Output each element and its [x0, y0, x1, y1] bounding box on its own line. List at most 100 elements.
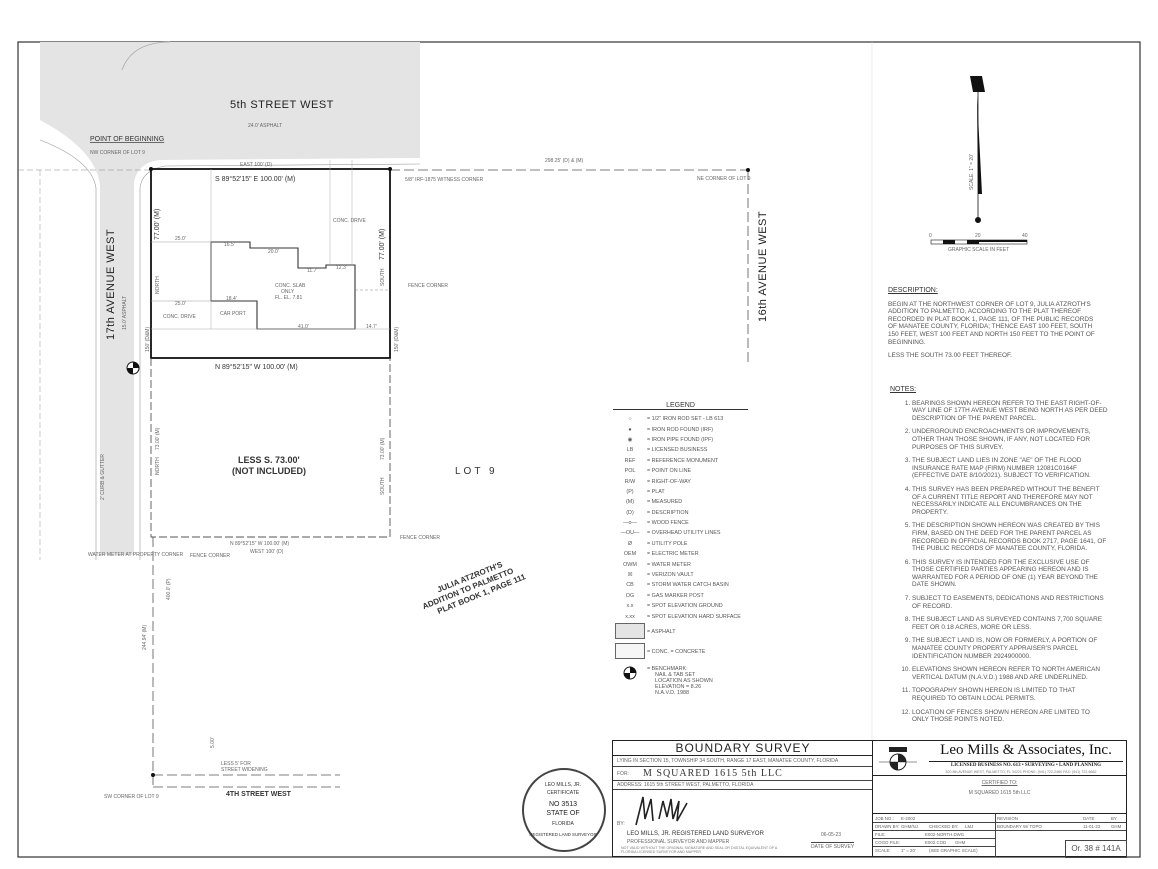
- company-logo-icon: [879, 747, 917, 771]
- seal-text: CERTIFICATE: [546, 790, 580, 796]
- slab-floor-elevation: FL. EL. 7.81: [275, 295, 302, 301]
- legend-benchmark: = BENCHMARK: NAIL & TAB SET LOCATION AS …: [613, 666, 748, 708]
- title-block-right: Leo Mills & Associates, Inc. LICENSED BU…: [872, 740, 1127, 858]
- dim-20: 20.0': [268, 249, 279, 255]
- benchmark-text: N.A.V.D. 1988: [655, 689, 689, 696]
- conc-drive-label: CONC. DRIVE: [333, 218, 366, 224]
- legend-text: = CONC. = CONCRETE: [647, 648, 706, 655]
- notes-list: BEARINGS SHOWN HEREON REFER TO THE EAST …: [890, 400, 1108, 724]
- iron-rod-icon: [388, 167, 392, 171]
- legend-item: = ASPHALT: [613, 622, 748, 642]
- client-name: M SQUARED 1615 5th LLC: [643, 768, 783, 779]
- north-desc: EAST 100' (D): [240, 162, 272, 168]
- cogo-file: E002.COD: [925, 840, 947, 845]
- legend-symbol-icon: OG: [625, 592, 635, 599]
- company-name: Leo Mills & Associates, Inc.: [940, 742, 1112, 758]
- not-included-label: (NOT INCLUDED): [232, 466, 306, 476]
- legend-symbol-icon: (D): [626, 509, 634, 516]
- cogo-by: GHM: [955, 840, 966, 845]
- legend-symbol-icon: Ø: [627, 540, 633, 547]
- dim-16-5: 16.5': [224, 242, 235, 248]
- less-west: 73.00' (M): [155, 427, 161, 450]
- point-of-beginning: POINT OF BEGINNING: [90, 136, 164, 143]
- legend-text: = SPOT ELEVATION GROUND: [647, 603, 723, 610]
- legend-item: ●= IRON ROD FOUND (IRF): [613, 424, 748, 434]
- date-of-survey-label: DATE OF SURVEY: [811, 842, 855, 850]
- plat-watermark: JULIA ATZROTH'S ADDITION TO PALMETTO PLA…: [421, 560, 527, 616]
- seal-text: REGISTERED LAND SURVEYOR: [529, 832, 597, 837]
- legend-item: —o—= WOOD FENCE: [613, 518, 748, 528]
- less-south-boundary: [150, 358, 391, 538]
- legend-item: (D)= DESCRIPTION: [613, 508, 748, 518]
- legend-text: = GAS MARKER POST: [647, 592, 704, 599]
- legend-text: = STORM WATER CATCH BASIN: [647, 582, 729, 589]
- book-reference: Or. 38 # 141A: [1065, 840, 1127, 858]
- by-column: BY: [1111, 816, 1117, 821]
- legend-item: = CONC. = CONCRETE: [613, 642, 748, 662]
- legend-symbol-icon: (P): [626, 488, 634, 495]
- date-column: DATE: [1083, 816, 1095, 821]
- curb-line-west: [39, 139, 97, 560]
- legend-item: LB= LICENSED BUSINESS: [613, 445, 748, 455]
- scale-text: SCALE: 1" = 20': [969, 154, 975, 190]
- file-name: E002-NORTH.DWG: [925, 832, 965, 837]
- west-dimension: 77.00' (M): [154, 209, 161, 240]
- title-block-left: BOUNDARY SURVEY LYING IN SECTION 15, TOW…: [612, 740, 874, 857]
- dim-5: 5.00': [210, 737, 216, 748]
- street-4th-street-west: 4TH STREET WEST: [226, 791, 292, 798]
- revision-label: REVISION: [997, 816, 1018, 821]
- description-body: BEGIN AT THE NORTHWEST CORNER OF LOT 9, …: [888, 300, 1095, 346]
- legend-text: = PLAT: [647, 488, 665, 495]
- iron-rod-icon: [149, 167, 153, 171]
- seal-text: FLORIDA: [552, 821, 574, 827]
- legend-symbol-icon: —OU—: [620, 530, 640, 537]
- iron-rod-icon: [746, 168, 750, 172]
- subject-parcel-boundary: [150, 168, 391, 359]
- sw-corner-label: SW CORNER OF LOT 9: [104, 794, 159, 800]
- note-item: THE SUBJECT LAND LIES IN ZONE "AE" OF TH…: [912, 457, 1108, 480]
- note-item: SUBJECT TO EASEMENTS, DEDICATIONS AND RE…: [912, 595, 1108, 610]
- dim-12-3: 12.3': [336, 265, 347, 271]
- address: ADDRESS: 1615 5th STREET WEST, PALMETTO,…: [617, 782, 754, 788]
- less-east: 73.00' (M): [380, 437, 386, 460]
- legend-text: = ASPHALT: [647, 628, 676, 635]
- legend-item: POL= POINT ON LINE: [613, 466, 748, 476]
- legend-text: = UTILITY POLE: [647, 540, 688, 547]
- legend-item: ◉= IRON PIPE FOUND (IPF): [613, 435, 748, 445]
- curb-line-east: [139, 163, 421, 560]
- company-address: 520 8th AVENUE WEST, PALMETTO, FL 34221 …: [945, 770, 1097, 774]
- legend-symbol-icon: [613, 622, 647, 641]
- legend-symbol-icon: ○: [628, 416, 632, 423]
- less-bearing: N 89°52'15" W 100.00' (M): [230, 541, 289, 547]
- legend-title: LEGEND: [613, 402, 748, 410]
- legend-text: = WATER METER: [647, 561, 691, 568]
- note-item: THE SUBJECT LAND IS, NOW OR FORMERLY, A …: [912, 637, 1108, 660]
- legend-text: = LICENSED BUSINESS: [647, 447, 708, 454]
- witness-corner-label: 5/8" IRF-1875 WITNESS CORNER: [405, 177, 484, 183]
- car-port-label: CAR PORT: [220, 311, 246, 317]
- iron-rod-icon: [151, 773, 155, 777]
- benchmark-text: ELEVATION = 8.26: [655, 683, 702, 690]
- note-item: THE SUBJECT LAND AS SURVEYED CONTAINS 7,…: [912, 616, 1108, 631]
- scale-tick-20: 20: [975, 233, 981, 239]
- scale-tick-40: 40: [1022, 233, 1028, 239]
- note-item: THIS SURVEY HAS BEEN PREPARED WITHOUT TH…: [912, 486, 1108, 516]
- legend-item: —OU—= OVERHEAD UTILITY LINES: [613, 528, 748, 538]
- parent-north-distance: 298.25' (D) & (M): [545, 158, 584, 164]
- fence-corner-label: FENCE CORNER: [408, 283, 448, 289]
- street-17th-avenue-west: 17th AVENUE WEST: [105, 229, 117, 340]
- dim-41: 41.0': [298, 324, 309, 330]
- east-dimension: 77.00' (M): [379, 229, 386, 260]
- notes-heading: NOTES:: [890, 386, 917, 393]
- scale-caption: GRAPHIC SCALE IN FEET: [948, 247, 1009, 253]
- legend: LEGEND ○ = 1/2" IRON ROD SET - LB 613●= I…: [613, 402, 748, 708]
- fence-corner-label-2: FENCE CORNER: [400, 535, 440, 541]
- legend-symbol-icon: R/W: [624, 478, 636, 485]
- legend-text: = 1/2" IRON ROD SET - LB 613: [647, 416, 724, 423]
- concrete-slab: [210, 241, 356, 330]
- legend-item: R/W = RIGHT-OF-WAY: [613, 476, 748, 486]
- street-17th-asphalt: 15.0' ASPHALT: [122, 296, 128, 330]
- legend-text: = RIGHT-OF-WAY: [647, 478, 691, 485]
- legend-item: CB= STORM WATER CATCH BASIN: [613, 580, 748, 590]
